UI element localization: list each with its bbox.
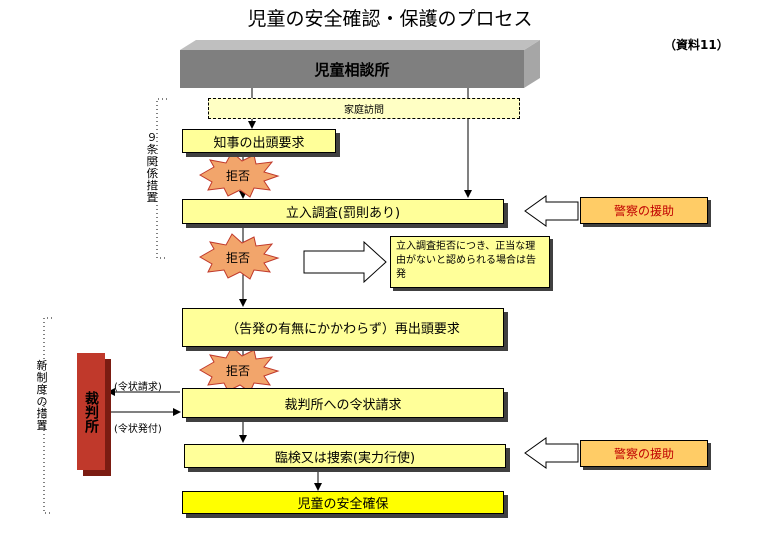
summons-label: 知事の出頭要求: [213, 135, 305, 151]
onsite-inspection-box: 立入調査(罰則あり): [182, 199, 504, 224]
page-title: 児童の安全確認・保護のプロセス: [247, 8, 533, 30]
refusal-label-1: 拒否: [226, 169, 251, 183]
warrant-request-box: 裁判所への令状請求: [182, 388, 504, 418]
header-bevel: [524, 40, 540, 88]
child-guidance-center-header: 児童相談所: [180, 50, 524, 88]
police-assist-box-2: 警察の援助: [580, 440, 708, 467]
refusal-burst-1: [199, 151, 280, 198]
police-assist-label-1: 警察の援助: [613, 204, 674, 218]
prosecution-note: 立入調査拒否につき、正当な理由がないと認められる場合は告発: [390, 236, 550, 288]
note-arrow: [303, 240, 387, 284]
header-label: 児童相談所: [314, 60, 390, 79]
child-safety-label: 児童の安全確保: [297, 497, 389, 512]
resummons-box: （告発の有無にかかわらず）再出頭要求: [182, 308, 504, 347]
new-system-label: 新制度の措置: [36, 359, 48, 432]
warrant-issue-caption: (令状発付): [114, 424, 162, 435]
police-assist-label-2: 警察の援助: [613, 447, 674, 461]
court-box: 裁判所: [77, 353, 105, 470]
article9-bracket: [156, 98, 167, 259]
search-box: 臨検又は捜索(実力行使): [184, 444, 506, 468]
search-label: 臨検又は捜索(実力行使): [274, 450, 416, 466]
home-visit-label: 家庭訪問: [344, 105, 384, 116]
refusal-label-2: 拒否: [226, 251, 251, 265]
document-reference: （資料11）: [664, 38, 729, 52]
warrant-request-label: 裁判所への令状請求: [284, 397, 402, 413]
resummons-label: （告発の有無にかかわらず）再出頭要求: [226, 322, 460, 337]
refusal-label-3: 拒否: [226, 364, 251, 378]
header-bevel-top: [180, 40, 540, 50]
child-safety-box: 児童の安全確保: [182, 491, 504, 514]
refusal-burst-2: [199, 233, 280, 280]
new-system-bracket: [43, 317, 52, 514]
warrant-request-caption: (令状請求): [114, 382, 162, 393]
article9-label: ９条関係措置: [146, 131, 158, 204]
police-assist-box-1: 警察の援助: [580, 197, 708, 224]
refusal-burst-3: [199, 346, 280, 393]
home-visit-box: 家庭訪問: [208, 98, 520, 119]
summons-box: 知事の出頭要求: [182, 129, 336, 153]
onsite-inspection-label: 立入調査(罰則あり): [285, 206, 401, 221]
court-label: 裁判所: [83, 390, 99, 433]
police-arrow-1: [524, 195, 579, 227]
police-arrow-2: [524, 437, 579, 469]
prosecution-note-text: 立入調査拒否につき、正当な理由がないと認められる場合は告発: [396, 241, 536, 280]
